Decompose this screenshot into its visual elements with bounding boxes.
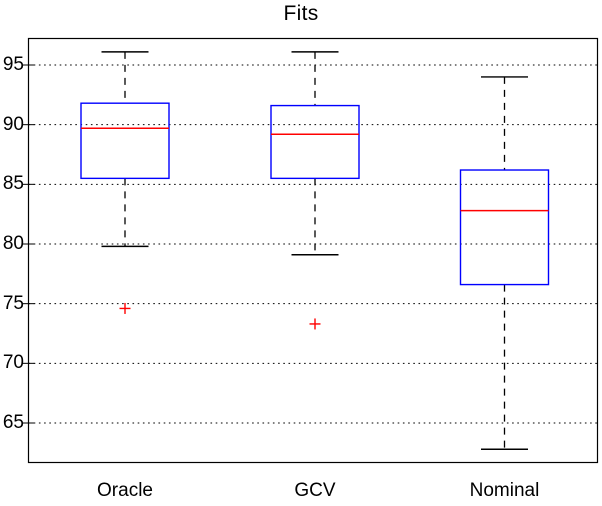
chart-title: Fits (283, 2, 319, 25)
ytick-label-90: 90 (2, 113, 24, 135)
box-gcv (270, 104, 360, 180)
xtick-label-oracle: Oracle (97, 480, 153, 501)
ytick-label-75: 75 (2, 292, 24, 314)
box-oracle (80, 102, 170, 180)
ytick-label-85: 85 (2, 173, 24, 195)
ytick-label-95: 95 (2, 54, 24, 75)
xtick-label-gcv: GCV (294, 480, 336, 501)
ytick-label-70: 70 (2, 352, 24, 374)
axes-frame (27, 37, 599, 464)
ytick-label-80: 80 (2, 233, 24, 254)
ytick-label-65: 65 (2, 412, 24, 433)
y-axis-tick-labels: 95 90 85 80 75 70 65 (0, 0, 24, 506)
xtick-label-nominal: Nominal (469, 480, 540, 501)
box-nominal (459, 169, 550, 286)
